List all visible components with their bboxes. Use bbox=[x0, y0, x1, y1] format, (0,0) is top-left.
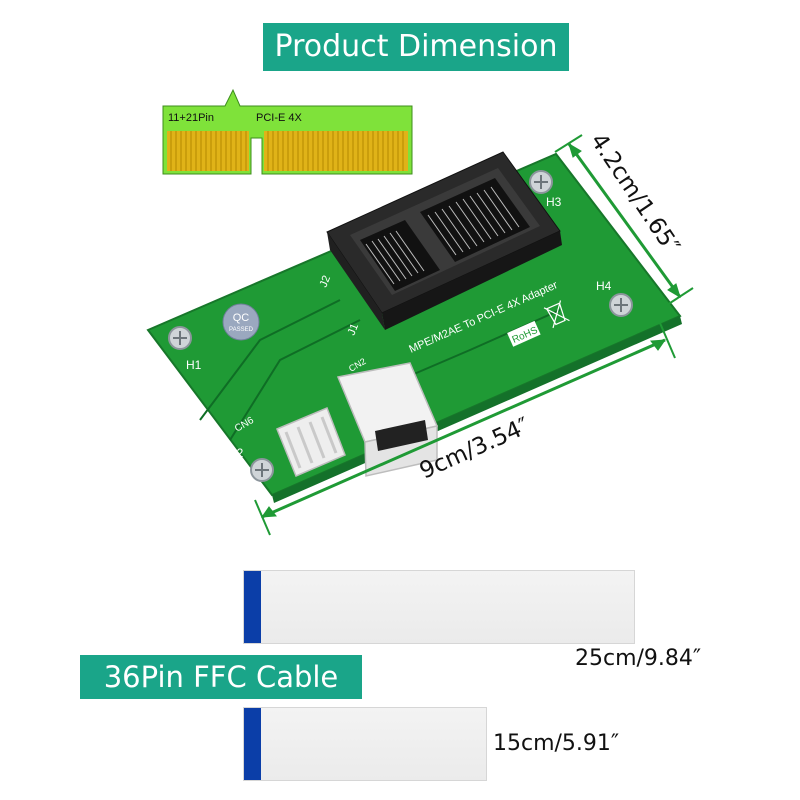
connector-type-label: PCI-E 4X bbox=[256, 112, 303, 124]
silk-h3: H3 bbox=[546, 195, 562, 209]
qc-passed-badge: QC PASSED bbox=[222, 303, 260, 341]
silk-h2: H2 bbox=[228, 446, 244, 460]
pcie-slot bbox=[326, 151, 562, 330]
ffc-cable-15cm bbox=[243, 707, 487, 781]
silk-j1: J1 bbox=[346, 322, 361, 337]
pcb-board: QC PASSED MPE/M2AE To PCI-E 4X Adapter R… bbox=[146, 151, 682, 503]
dimension-width bbox=[254, 322, 676, 536]
ffc-cable-title: 36Pin FFC Cable bbox=[80, 655, 362, 699]
svg-text:QC: QC bbox=[233, 312, 250, 324]
silk-j2: J2 bbox=[318, 274, 333, 289]
ffc-cable-25cm bbox=[243, 570, 635, 644]
mounting-hole-h1 bbox=[168, 326, 192, 350]
mounting-hole-h4 bbox=[609, 293, 633, 317]
power-header bbox=[276, 407, 346, 477]
mounting-hole-h2 bbox=[250, 458, 274, 482]
mounting-hole-h3 bbox=[529, 170, 553, 194]
cable-contact-tab bbox=[244, 571, 261, 643]
pin-count-label: 11+21Pin bbox=[168, 112, 214, 124]
cable-contact-tab bbox=[244, 708, 261, 780]
short-cable-length: 15cm/5.91″ bbox=[493, 731, 620, 756]
svg-text:PASSED: PASSED bbox=[229, 327, 254, 333]
silk-h1: H1 bbox=[186, 358, 202, 372]
product-dimension-title: Product Dimension bbox=[263, 23, 569, 71]
silk-h4: H4 bbox=[596, 279, 612, 293]
dimension-height bbox=[554, 134, 694, 306]
pcie-gold-finger: 11+21Pin PCI-E 4X bbox=[162, 88, 413, 175]
long-cable-length: 25cm/9.84″ bbox=[575, 646, 702, 671]
